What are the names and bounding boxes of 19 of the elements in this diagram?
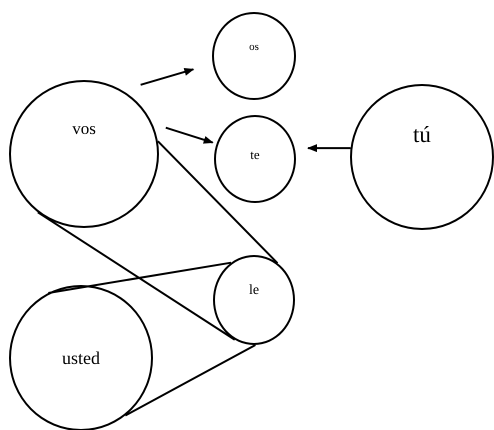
arrow <box>165 126 214 144</box>
node-label: te <box>249 148 261 162</box>
node-label: vos <box>71 120 97 137</box>
circle-node <box>9 80 159 228</box>
circle-node <box>9 285 153 430</box>
connector-line <box>37 211 236 341</box>
connector-line <box>48 262 232 294</box>
node-label: usted <box>61 349 101 367</box>
connector-line <box>157 140 278 264</box>
circle-node <box>214 115 296 203</box>
circle-node <box>350 84 494 230</box>
connector-line <box>124 344 256 416</box>
arrow <box>307 144 351 152</box>
node-label: os <box>248 42 260 54</box>
node-label: le <box>248 284 260 298</box>
circle-node <box>212 12 296 100</box>
node-label: tú <box>412 122 432 146</box>
arrow <box>140 68 194 86</box>
circle-node <box>213 255 295 345</box>
